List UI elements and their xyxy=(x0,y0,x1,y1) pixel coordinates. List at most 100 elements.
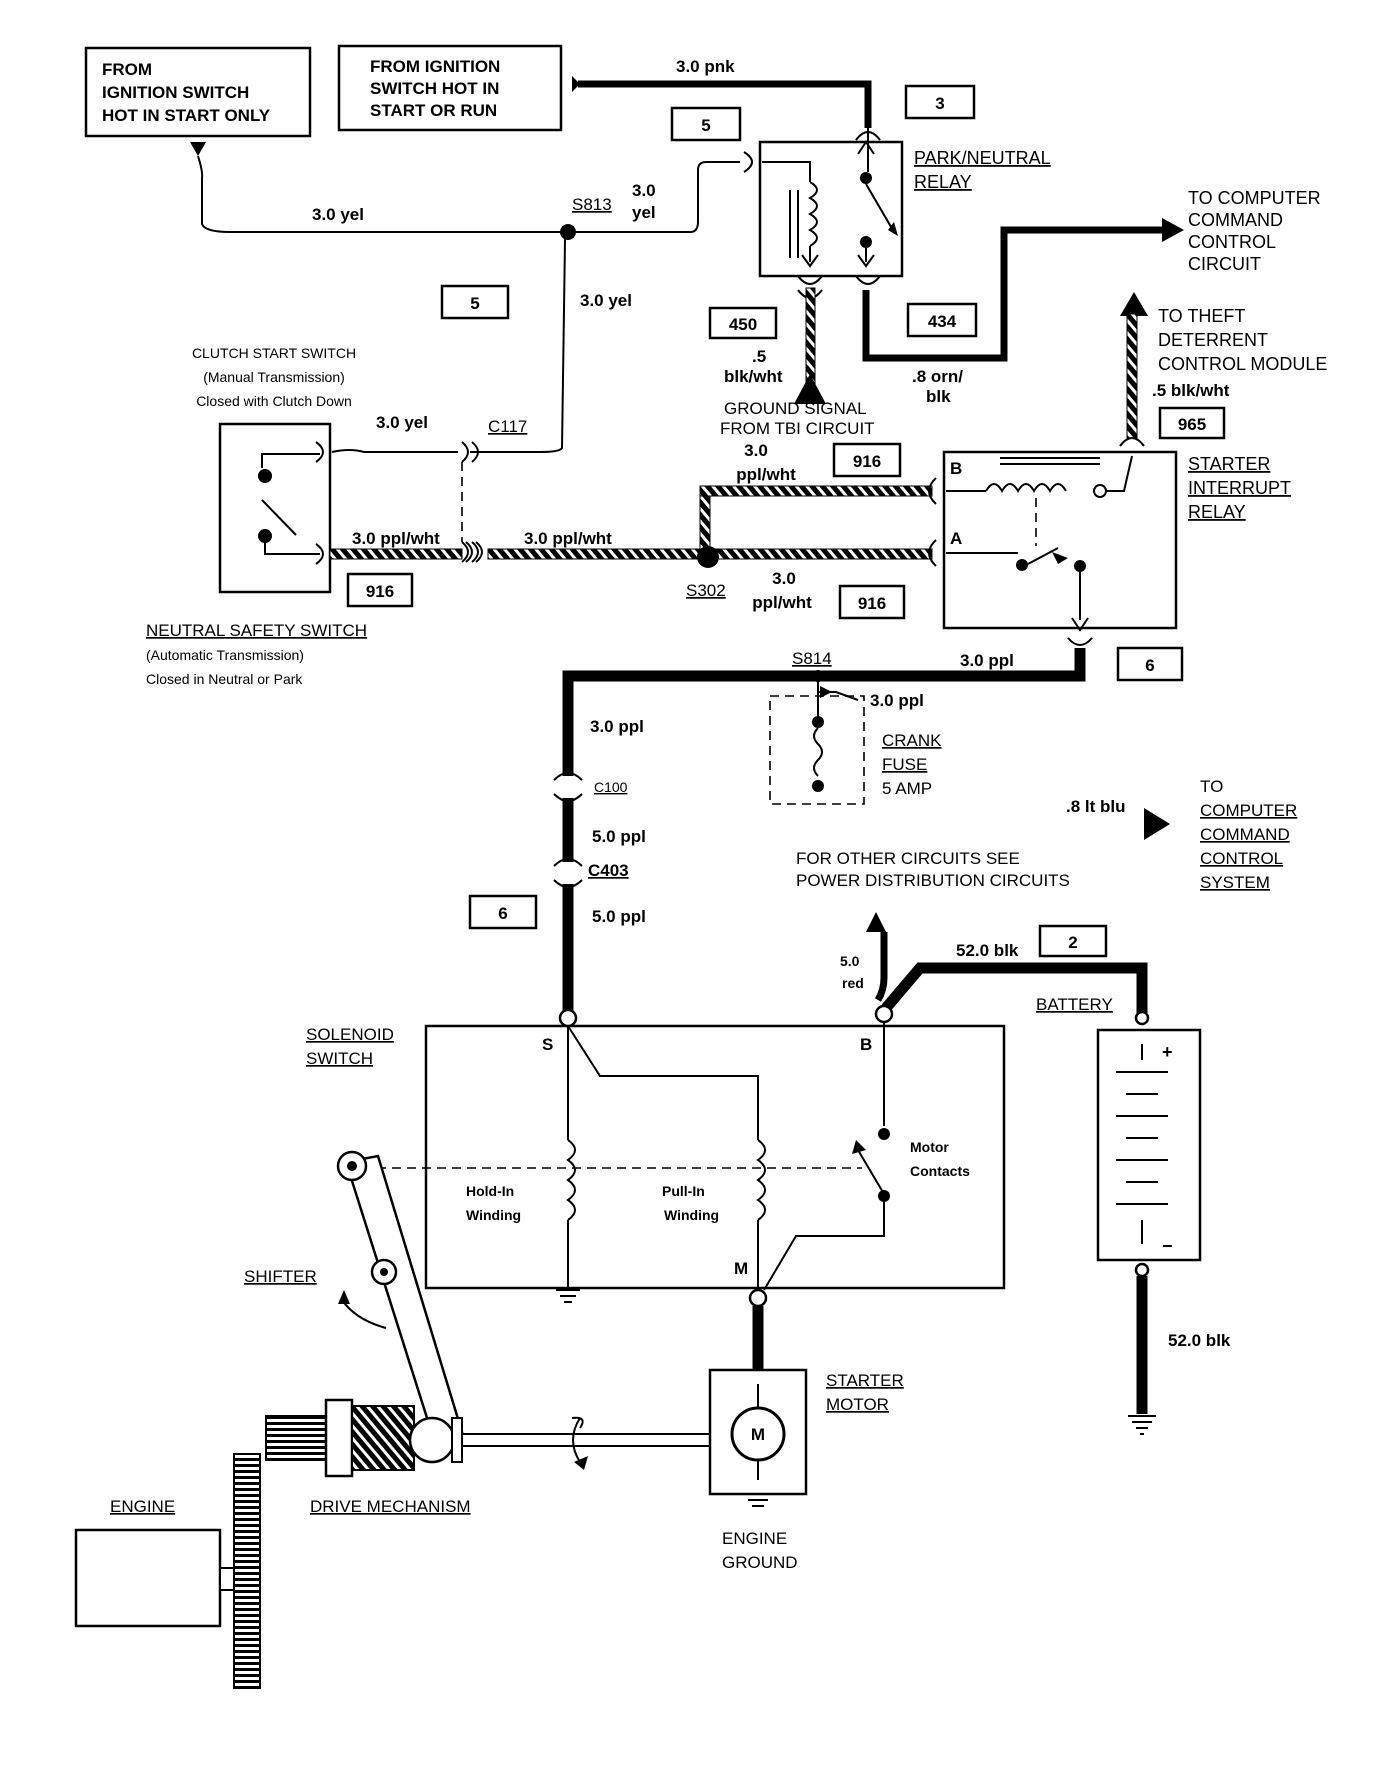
computer-system-1: TO xyxy=(1200,777,1223,796)
svg-text:916: 916 xyxy=(366,582,394,601)
computer-command-3: CONTROL xyxy=(1188,232,1276,252)
label-ppl-relay: 3.0 ppl xyxy=(960,651,1014,670)
connector-c403 xyxy=(553,858,583,888)
label-blk-wht-2: blk/wht xyxy=(724,367,783,386)
source-start-or-run-line3: START OR RUN xyxy=(370,101,497,120)
box-5-relay: 5 xyxy=(670,106,742,142)
splice-s302: S302 xyxy=(686,581,726,600)
solenoid-terminal-s: S xyxy=(542,1035,553,1054)
park-neutral-relay-label-1: PARK/NEUTRAL xyxy=(914,148,1051,168)
clutch-label-2: (Manual Transmission) xyxy=(203,369,345,385)
starter-motor xyxy=(708,1306,808,1507)
svg-text:6: 6 xyxy=(498,904,507,923)
motor-contacts-1: Motor xyxy=(910,1139,949,1155)
starter-motor-2: MOTOR xyxy=(826,1395,889,1414)
label-red-2: red xyxy=(842,975,864,991)
wire-ppl-wht xyxy=(329,485,933,568)
svg-text:2: 2 xyxy=(1068,933,1077,952)
solenoid-terminal-b: B xyxy=(860,1035,872,1054)
engine-ground-2: GROUND xyxy=(722,1553,798,1572)
label-ppl-5-b: 5.0 ppl xyxy=(592,907,646,926)
theft-2: DETERRENT xyxy=(1158,330,1268,350)
label-ppl-wht-b-1: 3.0 xyxy=(744,441,768,460)
connector-c403-label: C403 xyxy=(588,861,629,880)
svg-text:916: 916 xyxy=(858,594,886,613)
starter-interrupt-relay xyxy=(928,450,1178,632)
label-pnk: 3.0 pnk xyxy=(676,57,735,76)
svg-text:5: 5 xyxy=(470,294,479,313)
engine-ground-1: ENGINE xyxy=(722,1529,787,1548)
park-neutral-relay-label-2: RELAY xyxy=(914,172,972,192)
other-circuits-1: FOR OTHER CIRCUITS SEE xyxy=(796,849,1020,868)
battery-plus: + xyxy=(1162,1042,1173,1062)
source-start-or-run: FROM IGNITION SWITCH HOT IN START OR RUN xyxy=(337,44,563,132)
connector-c100 xyxy=(553,772,583,802)
clutch-label-1: CLUTCH START SWITCH xyxy=(192,345,356,361)
battery-label: BATTERY xyxy=(1036,995,1113,1014)
box-6-left: 6 xyxy=(468,894,538,930)
lt-blu-arrow-icon xyxy=(1144,808,1170,840)
svg-text:965: 965 xyxy=(1178,415,1206,434)
clutch-neutral-switch xyxy=(218,422,332,594)
source-start-only-line2: IGNITION SWITCH xyxy=(102,83,249,102)
svg-text:3: 3 xyxy=(935,94,944,113)
box-2: 2 xyxy=(1038,924,1108,958)
label-red-1: 5.0 xyxy=(840,953,860,969)
source-start-or-run-line1: FROM IGNITION xyxy=(370,57,500,76)
computer-system-3: COMMAND xyxy=(1200,825,1290,844)
wire-orn-blk xyxy=(855,218,1184,362)
computer-system-2: COMPUTER xyxy=(1200,801,1297,820)
battery-minus: − xyxy=(1162,1236,1173,1256)
crank-fuse-2: FUSE xyxy=(882,755,927,774)
source-start-or-run-line2: SWITCH HOT IN xyxy=(370,79,499,98)
box-916-top: 916 xyxy=(832,442,902,478)
battery xyxy=(1096,1010,1202,1435)
label-yel-clutch: 3.0 yel xyxy=(376,413,428,432)
label-ppl-fuse: 3.0 ppl xyxy=(870,691,924,710)
label-lt-blu: .8 lt blu xyxy=(1066,797,1126,816)
theft-1: TO THEFT xyxy=(1158,306,1245,326)
splice-s813: S813 xyxy=(572,195,612,214)
computer-command-1: TO COMPUTER xyxy=(1188,188,1321,208)
wire-red xyxy=(866,912,888,1002)
wire-yel-top xyxy=(197,155,568,233)
box-965: 965 xyxy=(1158,406,1226,440)
label-ppl-wht-switch: 3.0 ppl/wht xyxy=(352,529,440,548)
shifter-label: SHIFTER xyxy=(244,1267,317,1286)
label-ppl-wht-a-2: ppl/wht xyxy=(752,593,812,612)
connector-c100-label: C100 xyxy=(594,779,628,795)
neutral-label-2: (Automatic Transmission) xyxy=(146,647,304,663)
connector-c117 xyxy=(461,441,479,563)
terminal-a: A xyxy=(950,529,962,548)
splice-s814: S814 xyxy=(792,649,832,668)
label-yel-down: 3.0 yel xyxy=(580,291,632,310)
neutral-label-1: NEUTRAL SAFETY SWITCH xyxy=(146,621,367,640)
label-blk-wht-theft: .5 blk/wht xyxy=(1152,381,1230,400)
label-blk-wht-1: .5 xyxy=(752,347,766,366)
label-orn-blk-2: blk xyxy=(926,387,951,406)
ground-signal-2: FROM TBI CIRCUIT xyxy=(720,419,875,438)
starter-interrupt-3: RELAY xyxy=(1188,502,1246,522)
crank-fuse xyxy=(769,676,865,805)
computer-system-4: CONTROL xyxy=(1200,849,1283,868)
svg-text:916: 916 xyxy=(853,452,881,471)
solenoid-label-2: SWITCH xyxy=(306,1049,373,1068)
source-start-only-line3: HOT IN START ONLY xyxy=(102,106,271,125)
clutch-label-3: Closed with Clutch Down xyxy=(196,393,352,409)
solenoid-label-1: SOLENOID xyxy=(306,1025,394,1044)
connector-c117-label: C117 xyxy=(488,417,527,436)
solenoid-terminal-m: M xyxy=(734,1259,748,1278)
starter-motor-1: STARTER xyxy=(826,1371,904,1390)
label-yel-relay-1: 3.0 xyxy=(632,181,656,200)
source-start-only: FROM IGNITION SWITCH HOT IN START ONLY xyxy=(84,46,312,138)
wire-yel-down xyxy=(470,231,569,453)
drive-mechanism-label: DRIVE MECHANISM xyxy=(310,1497,471,1516)
svg-text:6: 6 xyxy=(1145,656,1154,675)
pull-in-2: Winding xyxy=(664,1207,719,1223)
theft-3: CONTROL MODULE xyxy=(1158,354,1327,374)
engine-label: ENGINE xyxy=(110,1497,175,1516)
wire-theft xyxy=(1119,292,1148,447)
label-blk-bat-top: 52.0 blk xyxy=(956,941,1019,960)
wire-blk-wht xyxy=(794,275,826,404)
